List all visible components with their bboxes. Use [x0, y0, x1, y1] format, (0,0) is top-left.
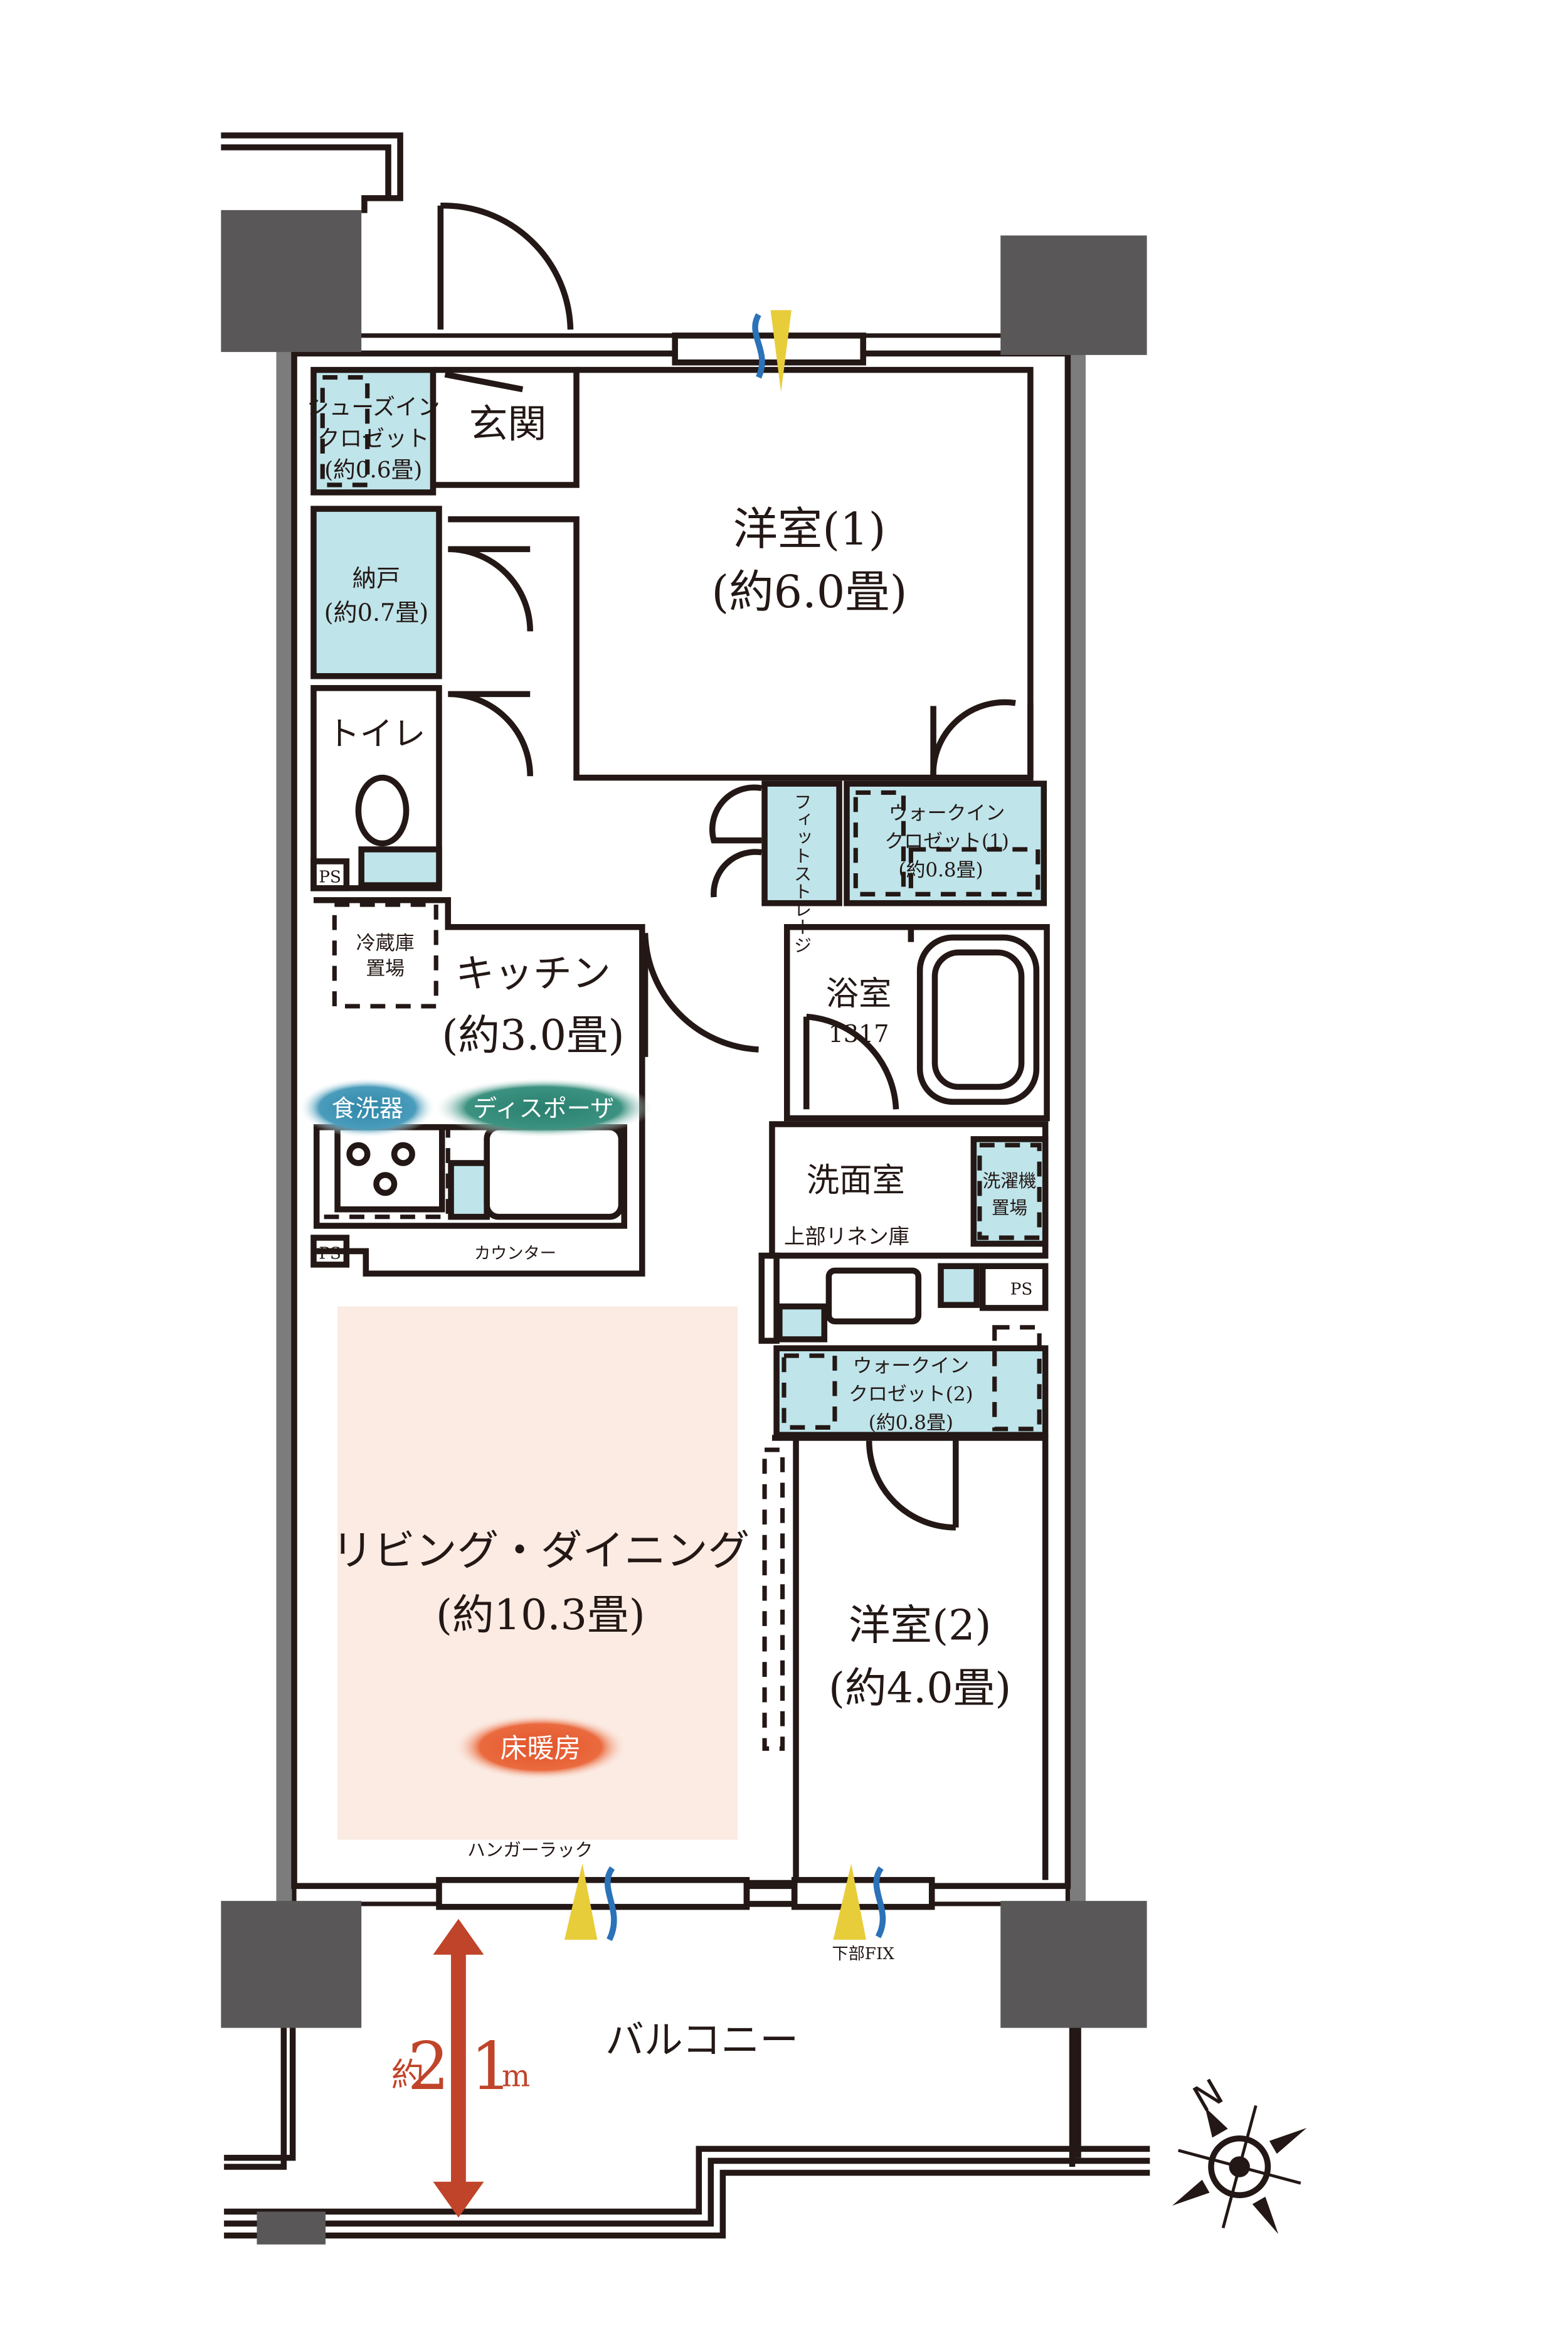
label-nando-1: 納戸 [352, 565, 400, 592]
badge-disposer: ディスポーザ [473, 1095, 614, 1122]
label-living-1: リビング・ダイニング [332, 1526, 750, 1575]
dishwasher-badge-bg [299, 1078, 437, 1138]
label-washer-1: 洗濯機 [983, 1170, 1037, 1191]
window-marker-western2 [833, 1863, 886, 1940]
label-fit-storage: フィットストレージ [792, 792, 813, 954]
shoes-closet-area [310, 366, 437, 496]
toilet-tank [358, 846, 442, 888]
label-wic1-3: (約0.8畳) [898, 859, 983, 881]
wic1-area [844, 780, 1047, 907]
label-hanger: ハンガーラック [467, 1839, 593, 1861]
bath-room [784, 924, 1050, 1122]
label-western2-2: (約4.0畳) [829, 1663, 1011, 1712]
fridge-space [332, 902, 438, 1009]
label-fridge-2: 置場 [366, 957, 405, 980]
nando-area [310, 506, 442, 679]
label-shoes-closet-1: シューズイン [307, 395, 440, 420]
sink [484, 1124, 625, 1220]
balcony-depth-arrow [433, 1918, 484, 2218]
compass-icon [1172, 2105, 1307, 2235]
label-balcony: バルコニー [605, 2018, 798, 2063]
label-bath-1: 浴室 [826, 975, 892, 1013]
fit-storage-area [761, 780, 842, 907]
label-genkan: 玄関 [469, 401, 547, 447]
floor-heating-badge-bg [453, 1714, 627, 1780]
dishwasher-space [448, 1160, 490, 1220]
label-fix: 下部FIX [832, 1945, 894, 1964]
column-top-left [221, 210, 362, 353]
toilet-bowl [355, 774, 410, 847]
disposer-badge-bg [433, 1078, 654, 1138]
label-toilet: トイレ [327, 715, 425, 753]
entrance-canopy [221, 132, 403, 213]
wash-basin [825, 1267, 922, 1325]
badge-floor-heating: 床暖房 [501, 1733, 581, 1765]
label-washroom: 洗面室 [807, 1161, 905, 1199]
label-ps-kitchen: PS [319, 1244, 341, 1263]
window-marker-living [564, 1863, 617, 1942]
label-ps-toilet: PS [319, 868, 341, 886]
label-wic2-1: ウォークイン [853, 1354, 970, 1377]
dimension-unit: m [502, 2059, 530, 2093]
label-nando-2: (約0.7畳) [324, 599, 428, 627]
label-counter: カウンター [474, 1244, 556, 1263]
label-western1-1: 洋室(1) [733, 503, 886, 555]
washer-space [970, 1136, 1049, 1247]
label-shoes-closet-3: (約0.6畳) [324, 457, 422, 483]
dimension-prefix: 約 [391, 2056, 424, 2094]
entrance-door [437, 202, 574, 330]
cooktop [334, 1124, 445, 1213]
column-top-right [1000, 235, 1147, 355]
label-western2-1: 洋室(2) [849, 1600, 992, 1649]
label-wic1-1: ウォークイン [889, 802, 1005, 824]
window-western2 [791, 1877, 935, 1910]
window-western1 [672, 332, 866, 366]
column-bottom-left [221, 1901, 362, 2028]
label-shoes-closet-2: クロゼット [317, 426, 430, 452]
dimension-value: 2.1 [408, 2028, 512, 2105]
label-linen: 上部リネン庫 [784, 1225, 909, 1249]
label-washer-2: 置場 [992, 1197, 1027, 1218]
label-kitchen-1: キッチン [455, 951, 611, 996]
label-wic1-2: クロゼット(1) [884, 831, 1009, 853]
label-wic2-2: クロゼット(2) [849, 1383, 973, 1406]
balcony [224, 2028, 1150, 2245]
sliding-partition [762, 1447, 785, 1751]
label-kitchen-2: (約3.0畳) [442, 1011, 624, 1060]
column-bottom-right [1000, 1901, 1147, 2028]
window-living [436, 1877, 750, 1910]
bathtub [916, 934, 1040, 1105]
label-ps-wash: PS [1010, 1280, 1033, 1299]
label-bath-2: 1317 [829, 1020, 889, 1048]
window-marker-top [752, 310, 792, 393]
label-living-2: (約10.3畳) [436, 1590, 645, 1639]
compass-north-label: N [1186, 2071, 1230, 2121]
label-western1-2: (約6.0畳) [711, 566, 907, 618]
label-wic2-3: (約0.8畳) [869, 1412, 953, 1434]
linen-shelf [938, 1263, 980, 1308]
badge-dishwasher: 食洗器 [332, 1095, 403, 1122]
label-fridge-1: 冷蔵庫 [356, 932, 415, 954]
